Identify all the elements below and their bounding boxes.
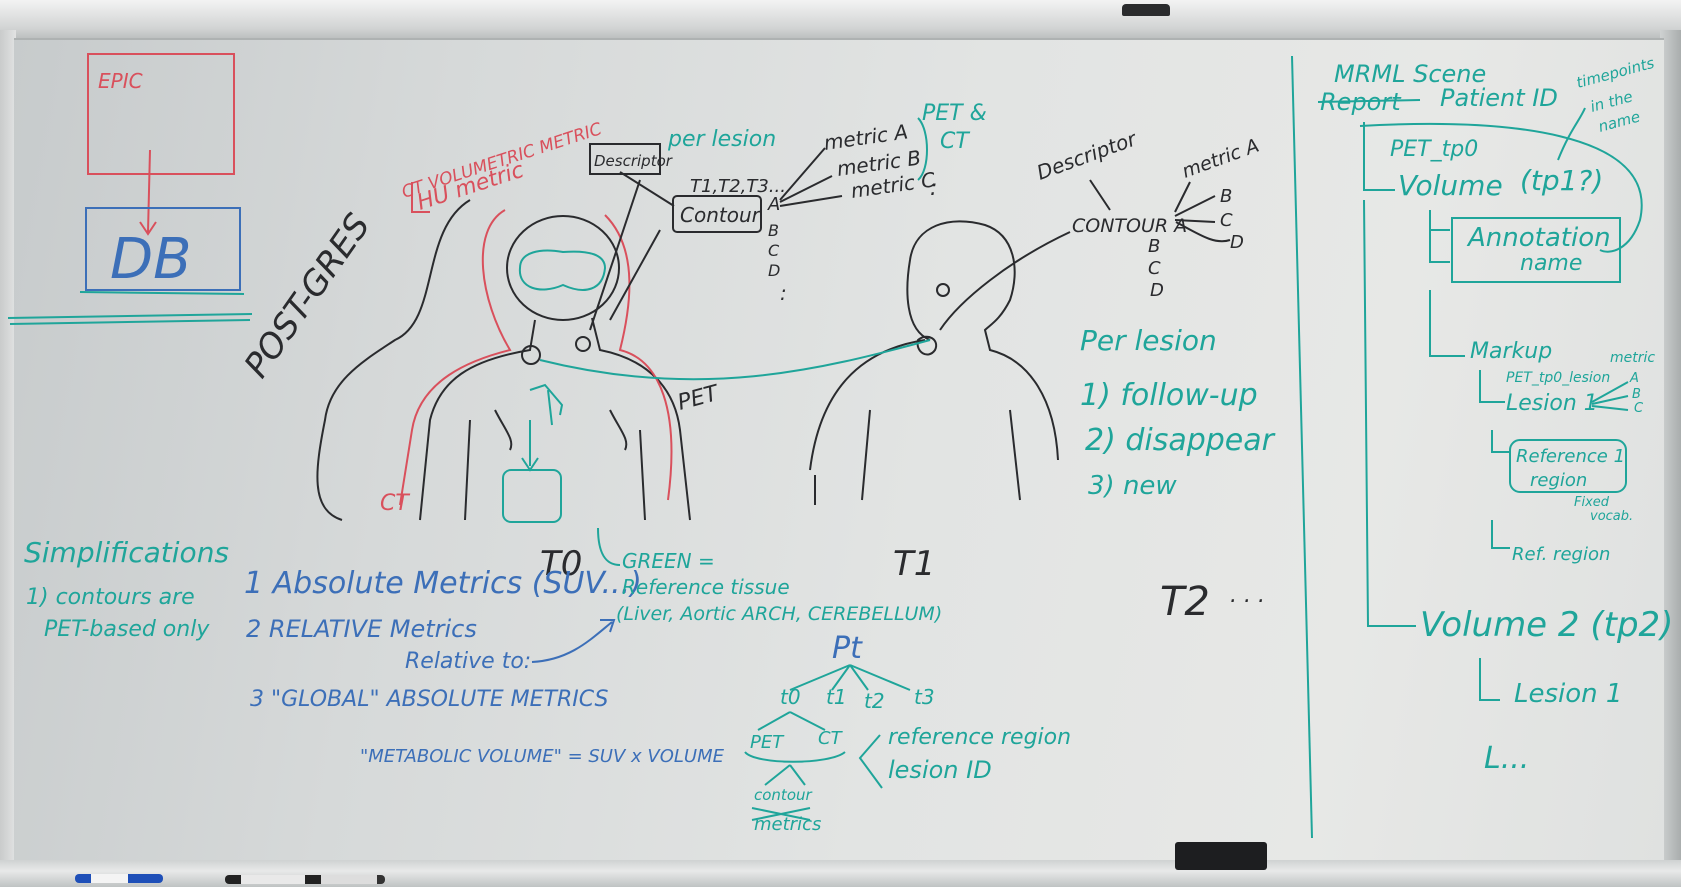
per-lesion-top: per lesion (667, 127, 776, 152)
contour-box-label: Contour (680, 203, 762, 227)
contour-letter-b: B (768, 221, 779, 240)
contour-right-c: C (1148, 258, 1161, 279)
metric-right-b: B (1220, 186, 1232, 207)
pet-label: PET (675, 381, 722, 416)
tree-branch-markup (1430, 290, 1465, 356)
mrml-tp1: (tp1?) (1520, 164, 1603, 197)
tree-modality-brace (745, 752, 845, 785)
ct-label: CT (380, 491, 410, 516)
contour-letter-more: : (780, 281, 787, 305)
contour-a-pointer (940, 232, 1070, 330)
contour-pointer-lines (590, 172, 674, 330)
mrml-ellipsis: L... (1484, 741, 1529, 776)
t1-ellipsis: : (930, 176, 937, 201)
mrml-lesion1: Lesion 1 (1506, 391, 1598, 416)
t1-label: T1 (893, 544, 935, 584)
mrml-metric-a: A (1629, 371, 1639, 386)
mrml-pet-tp0: PET_tp0 (1390, 137, 1478, 162)
contour-a-right-label: CONTOUR A (1072, 215, 1187, 237)
patient-t0-figure (400, 210, 690, 522)
metric-right-d: D (1230, 232, 1244, 253)
tree-root-branches (790, 665, 910, 690)
timepoints-note-1: timepoints (1574, 54, 1656, 92)
mrml-pet-tp0-lesion: PET_tp0_lesion (1506, 370, 1610, 386)
pet-ct-line2: CT (940, 129, 970, 154)
tree-branch-annotation (1430, 210, 1450, 262)
contour-letter-d: D (768, 261, 780, 280)
metric-branches (780, 148, 842, 206)
db-underline (8, 292, 252, 324)
board-divider (1292, 56, 1312, 838)
tree-branch-ref-region (1492, 520, 1510, 548)
tree-side-reference: reference region (888, 725, 1071, 750)
patient-t1-figure (810, 221, 1058, 505)
post-gres-label: POST-GRES (237, 207, 379, 386)
epic-db-arrow (140, 150, 156, 234)
metric-a-right-label: metric A (1179, 135, 1262, 183)
mrml-patient-id: Patient ID (1440, 84, 1558, 112)
simplifications-heading: Simplifications (24, 536, 229, 569)
mrml-metric-c: C (1634, 401, 1644, 416)
tree-time-2: t2 (864, 689, 885, 713)
metric-volume-formula: "METABOLIC VOLUME" = SUV x VOLUME (360, 746, 725, 767)
mrml-volume: Volume (1398, 169, 1503, 202)
tree-time-0: t0 (780, 685, 801, 709)
per-lesion-item-1: 1) follow-up (1080, 378, 1258, 413)
per-lesion-heading: Per lesion (1080, 324, 1217, 357)
relative-to-arrow (532, 620, 614, 662)
tree-time-1: t1 (826, 685, 847, 709)
mrml-ref-region: Ref. region (1512, 544, 1610, 565)
metric-item-1: 1 Absolute Metrics (SUV...) (244, 566, 642, 601)
descriptor-box-label: Descriptor (594, 152, 673, 170)
mrml-annotation-name: name (1520, 251, 1582, 276)
tree-branch-lesion1b (1480, 658, 1500, 700)
mrml-reference-2: region (1530, 470, 1587, 491)
green-ref-line3: (Liver, Aortic ARCH, CEREBELLUM) (616, 603, 942, 625)
mrml-markup: Markup (1470, 339, 1552, 364)
mrml-fixed-vocab-2: vocab. (1590, 509, 1633, 524)
tree-side-bracket (860, 735, 882, 788)
tree-root: Pt (832, 631, 863, 666)
t2-ellipsis: . . . (1230, 583, 1265, 608)
tree-modality-ct: CT (818, 728, 844, 749)
epic-label: EPIC (98, 69, 143, 93)
metric-item-2: 2 RELATIVE Metrics (246, 615, 477, 643)
mrml-metric-b: B (1632, 387, 1641, 402)
tree-branch-volume2 (1364, 200, 1416, 626)
tree-modality-pet: PET (750, 732, 785, 753)
descriptor-right-label: Descriptor (1034, 126, 1142, 185)
tree-time-3: t3 (914, 685, 935, 709)
descriptor-right-line (1090, 180, 1110, 210)
tree-leaf-contour: contour (754, 786, 812, 804)
tree-t0-branches (758, 712, 825, 730)
simplifications-line1: 1) contours are (26, 585, 195, 610)
mrml-reference-1: Reference 1 (1516, 446, 1625, 467)
green-ref-line2: Reference tissue (622, 575, 790, 599)
per-lesion-item-3: 3) new (1088, 471, 1177, 501)
mrml-volume2: Volume 2 (tp2) (1420, 605, 1673, 645)
mrml-annotation: Annotation (1466, 223, 1611, 253)
tree-side-lesion: lesion ID (888, 756, 992, 784)
per-lesion-item-2: 2) disappear (1085, 423, 1276, 458)
contour-right-b: B (1148, 236, 1160, 257)
mrml-metric-label: metric (1610, 350, 1655, 366)
contour-right-d: D (1150, 280, 1164, 301)
mrml-fixed-vocab-1: Fixed (1574, 495, 1610, 510)
metric-item-3: 3 "GLOBAL" ABSOLUTE METRICS (250, 687, 609, 712)
t2-label: T2 (1160, 579, 1210, 625)
simplifications-line2: PET-based only (44, 617, 210, 642)
contour-letter-a: A (767, 194, 780, 215)
green-ref-line1: GREEN = (622, 549, 715, 573)
tree-branch-reference (1492, 430, 1510, 452)
contour-letter-c: C (768, 241, 780, 260)
mrml-lesion1-b: Lesion 1 (1514, 679, 1622, 709)
green-ref-hook (598, 528, 620, 565)
pet-ct-line1: PET & (922, 101, 987, 126)
metric-right-c: C (1220, 210, 1233, 231)
db-label: DB (110, 227, 192, 292)
metric-relative-to: Relative to: (405, 649, 531, 674)
